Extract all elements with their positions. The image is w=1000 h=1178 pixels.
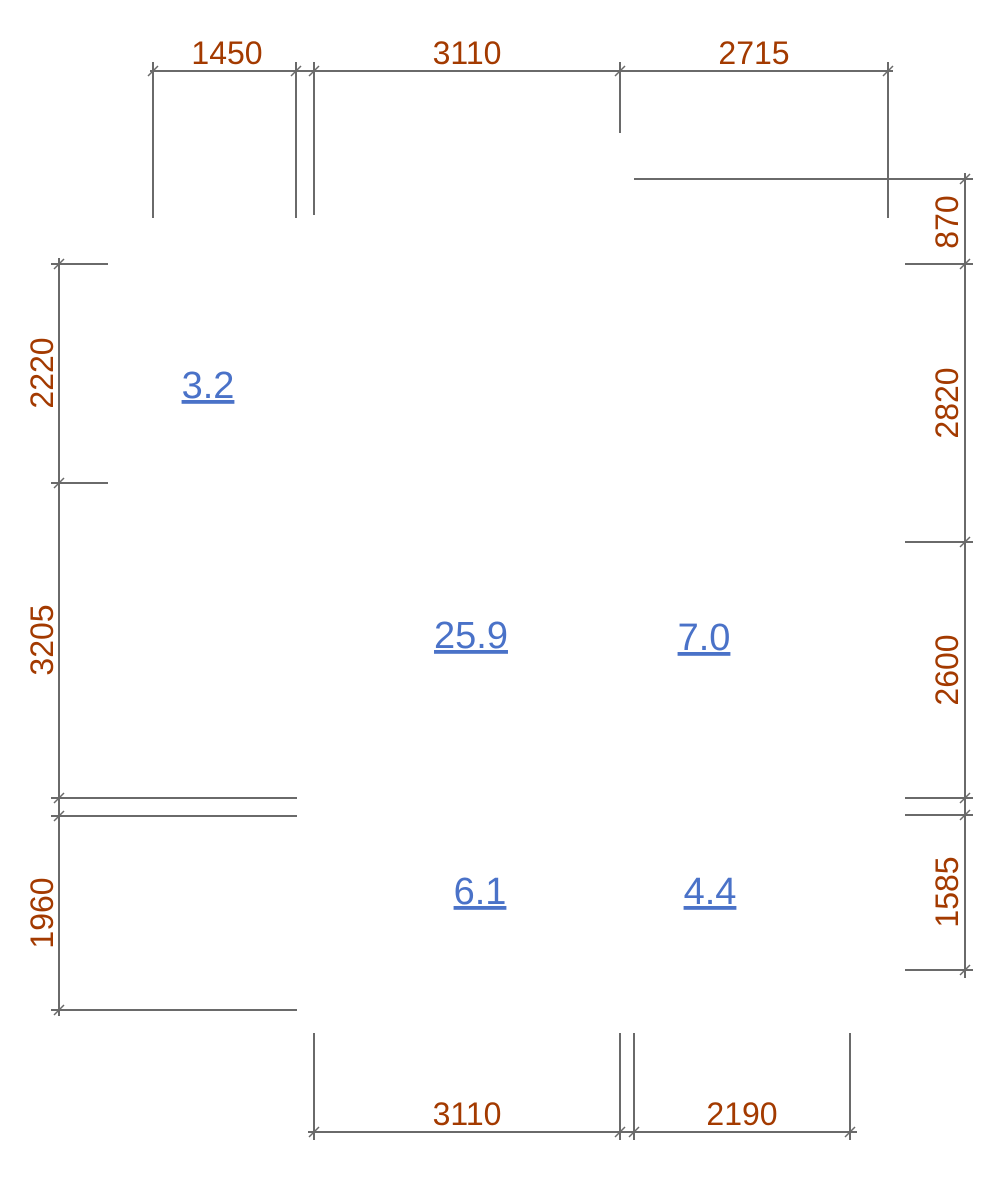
- dimension-tick: [53, 477, 65, 489]
- room-area-label[interactable]: 25.9: [434, 615, 508, 657]
- dimension-tick: [53, 810, 65, 822]
- dimension-tick: [959, 258, 971, 270]
- dimension-tick: [614, 1126, 626, 1138]
- dimension-tick: [959, 964, 971, 976]
- dimension-label: 1450: [191, 35, 262, 71]
- dimension-tick: [628, 1126, 640, 1138]
- dimension-tick: [53, 258, 65, 270]
- dimension-tick: [53, 1004, 65, 1016]
- room-area-label[interactable]: 4.4: [684, 871, 737, 913]
- dimension-tick: [290, 65, 302, 77]
- dimension-tick: [959, 809, 971, 821]
- top-dimension-chain: 1450 3110 2715: [147, 35, 894, 218]
- dimension-tick: [959, 792, 971, 804]
- dimension-tick: [959, 536, 971, 548]
- dimension-tick: [147, 65, 159, 77]
- dimension-tick: [614, 65, 626, 77]
- dimension-tick: [308, 1126, 320, 1138]
- dimension-tick: [959, 173, 971, 185]
- bottom-dimension-chain: 3110 2190: [308, 1033, 857, 1140]
- dimension-tick: [53, 792, 65, 804]
- dimension-label: 1960: [24, 877, 60, 948]
- dimension-label: 2190: [706, 1096, 777, 1132]
- dimension-label: 3110: [433, 1096, 502, 1132]
- dimension-label: 2220: [24, 337, 60, 408]
- room-area-label[interactable]: 3.2: [182, 365, 235, 407]
- dimension-label: 2715: [718, 35, 789, 71]
- right-dimension-chain: 870 2820 2600 1585: [634, 173, 973, 978]
- room-area-label[interactable]: 7.0: [678, 617, 731, 659]
- room-area-label[interactable]: 6.1: [454, 871, 507, 913]
- dimension-tick: [882, 65, 894, 77]
- dimension-label: 1585: [929, 856, 965, 927]
- left-dimension-chain: 2220 3205 1960: [24, 258, 297, 1016]
- dimension-label: 2820: [929, 367, 965, 438]
- dimension-tick: [844, 1126, 856, 1138]
- dimension-tick: [308, 65, 320, 77]
- dimension-label: 3205: [24, 604, 60, 675]
- dimension-label: 2600: [929, 634, 965, 705]
- dimension-label: 3110: [433, 35, 502, 71]
- dimension-label: 870: [929, 195, 965, 248]
- room-areas: 3.2 25.9 7.0 6.1 4.4: [182, 365, 737, 913]
